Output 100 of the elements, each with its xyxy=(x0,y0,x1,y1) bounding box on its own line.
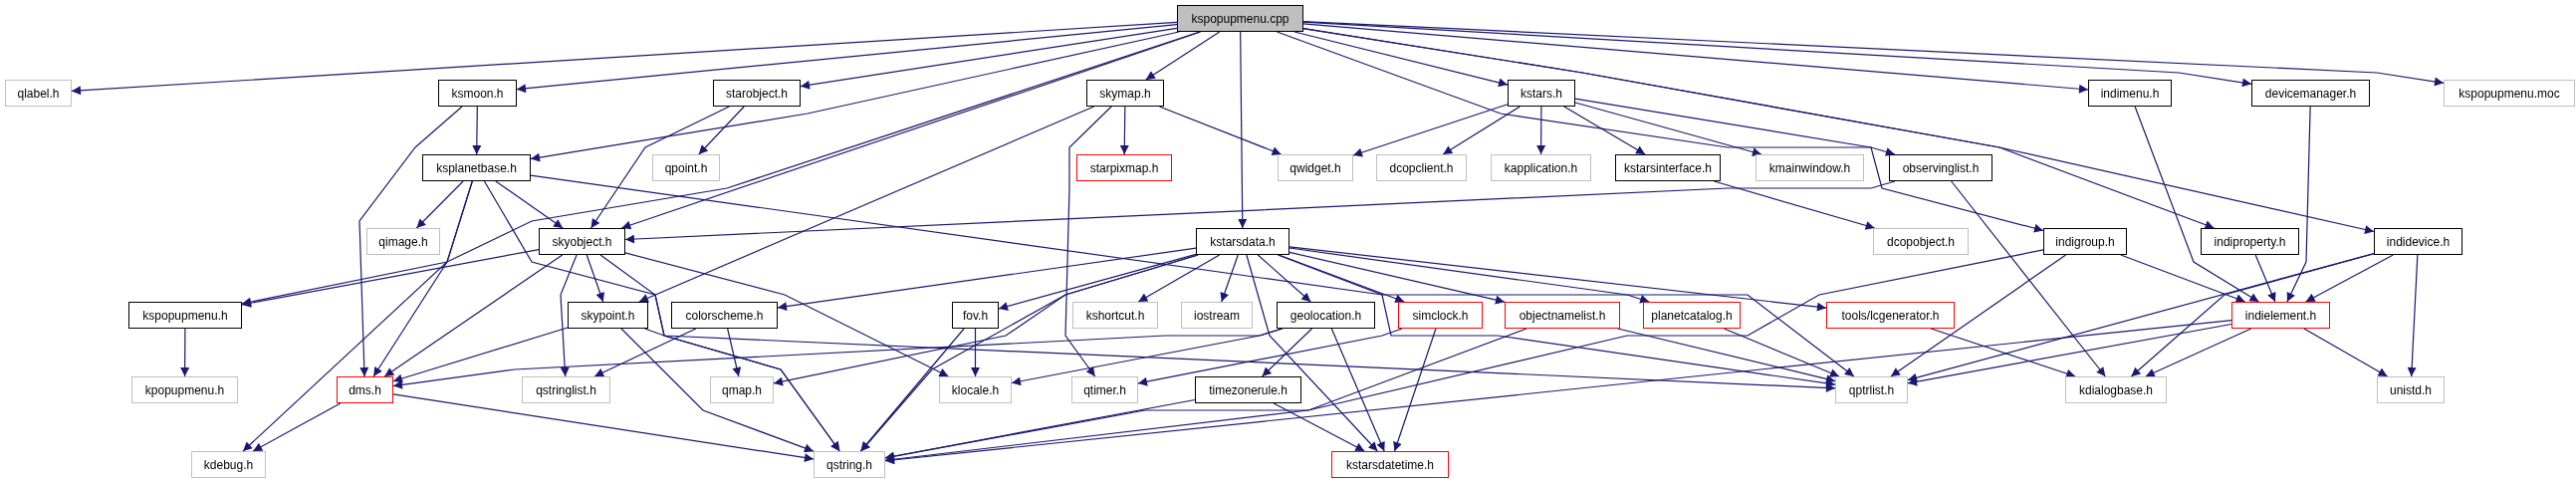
arrow xyxy=(2303,328,2389,377)
arrow xyxy=(1907,323,2232,386)
arrow xyxy=(71,21,1178,96)
arrow xyxy=(644,328,1836,392)
arrow xyxy=(2145,328,2252,377)
arrow xyxy=(1617,328,1836,383)
header-file-box: kapplication.h xyxy=(1491,154,1591,181)
arrow xyxy=(860,254,1199,452)
header-file-box: dms.h xyxy=(337,376,393,403)
header-file-box: tools/lcgenerator.h xyxy=(1826,302,1955,329)
arrow xyxy=(589,106,730,229)
arrow xyxy=(620,31,1202,230)
header-file-box: indiproperty.h xyxy=(2201,228,2299,255)
header-file-box: unistd.h xyxy=(2377,376,2445,403)
header-file-box: objectnamelist.h xyxy=(1505,302,1620,329)
header-file-box: indidevice.h xyxy=(2374,228,2462,255)
arrow xyxy=(1246,254,1378,452)
header-file-box: indielement.h xyxy=(2231,302,2330,329)
arrow xyxy=(2286,106,2311,303)
arrow xyxy=(1288,246,1827,312)
arrow xyxy=(383,254,564,377)
header-file-box: qstring.h xyxy=(814,451,885,478)
arrow xyxy=(415,180,464,229)
arrow xyxy=(1220,254,1239,303)
header-file-box: qtimer.h xyxy=(1071,376,1138,403)
arrow xyxy=(495,180,564,229)
header-file-box: qpoint.h xyxy=(652,154,720,181)
header-file-box: kshortcut.h xyxy=(1072,302,1158,329)
arrow xyxy=(2407,254,2419,377)
header-file-box: qptrlist.h xyxy=(1835,376,1908,403)
arrow xyxy=(252,402,342,452)
arrow xyxy=(530,31,1180,162)
arrow xyxy=(859,328,965,452)
arrow xyxy=(372,180,473,377)
header-file-box: qstringlist.h xyxy=(522,376,610,403)
header-file-box: observinglist.h xyxy=(1889,154,1992,181)
header-file-box: skypoint.h xyxy=(568,302,648,329)
arrow xyxy=(624,180,1896,244)
arrow xyxy=(1442,106,1521,155)
arrow xyxy=(1302,27,2375,234)
arrow xyxy=(1064,106,1112,377)
arrow xyxy=(1302,23,2089,94)
header-file-box: kspopupmenu.h xyxy=(128,302,242,329)
arrow xyxy=(638,106,1095,303)
arrow xyxy=(599,254,840,452)
arrow xyxy=(241,249,540,308)
header-file-box: kmainwindow.h xyxy=(1756,154,1864,181)
header-file-box: dcopobject.h xyxy=(1873,228,1969,255)
arrow xyxy=(1563,106,1646,155)
header-file-box: kdialogbase.h xyxy=(2065,376,2167,403)
arrow xyxy=(241,31,1201,307)
arrow xyxy=(1907,253,2375,382)
arrow xyxy=(971,328,980,377)
arrow xyxy=(1137,254,1221,303)
arrow xyxy=(1277,254,1836,388)
arrow xyxy=(2305,254,2394,303)
arrow xyxy=(1930,328,2076,378)
header-file-box: simclock.h xyxy=(1398,302,1483,329)
header-file-box: indigroup.h xyxy=(2043,228,2127,255)
arrow xyxy=(1536,106,1546,155)
header-file-box: devicemanager.h xyxy=(2251,80,2370,107)
arrow xyxy=(1574,98,1896,156)
arrow xyxy=(1302,20,2445,87)
header-file-box: skymap.h xyxy=(1086,80,1164,107)
arrow xyxy=(593,328,697,377)
source-file-box: kspopupmenu.cpp xyxy=(1177,5,1303,32)
header-file-box: qimage.h xyxy=(366,228,440,255)
arrow xyxy=(2120,254,2246,304)
header-file-box: qlabel.h xyxy=(5,80,72,107)
header-file-box: qwidget.h xyxy=(1278,154,1353,181)
header-file-box: skyobject.h xyxy=(539,228,625,255)
arrow xyxy=(1145,31,1221,81)
arrow xyxy=(2130,253,2375,377)
arrow xyxy=(530,174,1855,377)
arrow xyxy=(884,320,2232,465)
arrow xyxy=(1890,254,2067,377)
arrow xyxy=(1574,102,1762,156)
header-file-box: ksplanetbase.h xyxy=(422,154,531,181)
arrow xyxy=(1302,21,2252,88)
arrow xyxy=(624,252,950,377)
header-file-box: timezonerule.h xyxy=(1195,376,1301,403)
arrow xyxy=(698,106,745,155)
header-file-box: kstars.h xyxy=(1508,80,1575,107)
arrow xyxy=(998,253,1197,311)
arrow xyxy=(800,27,1178,90)
header-file-box: fov.h xyxy=(952,302,999,329)
header-file-box: geolocation.h xyxy=(1277,302,1375,329)
header-file-box: kpopupmenu.h xyxy=(131,376,238,403)
header-file-box: qmap.h xyxy=(710,376,774,403)
arrow xyxy=(1278,254,1405,304)
arrow xyxy=(1257,254,1311,303)
arrow xyxy=(2254,254,2276,303)
arrow xyxy=(1288,251,1506,305)
arrow xyxy=(1119,106,1129,155)
arrow xyxy=(1293,31,1509,88)
header-file-box: klocale.h xyxy=(939,376,1012,403)
arrow xyxy=(777,247,1197,312)
arrow xyxy=(1158,106,1283,155)
arrow xyxy=(1352,104,1509,157)
arrow xyxy=(1951,180,2106,377)
